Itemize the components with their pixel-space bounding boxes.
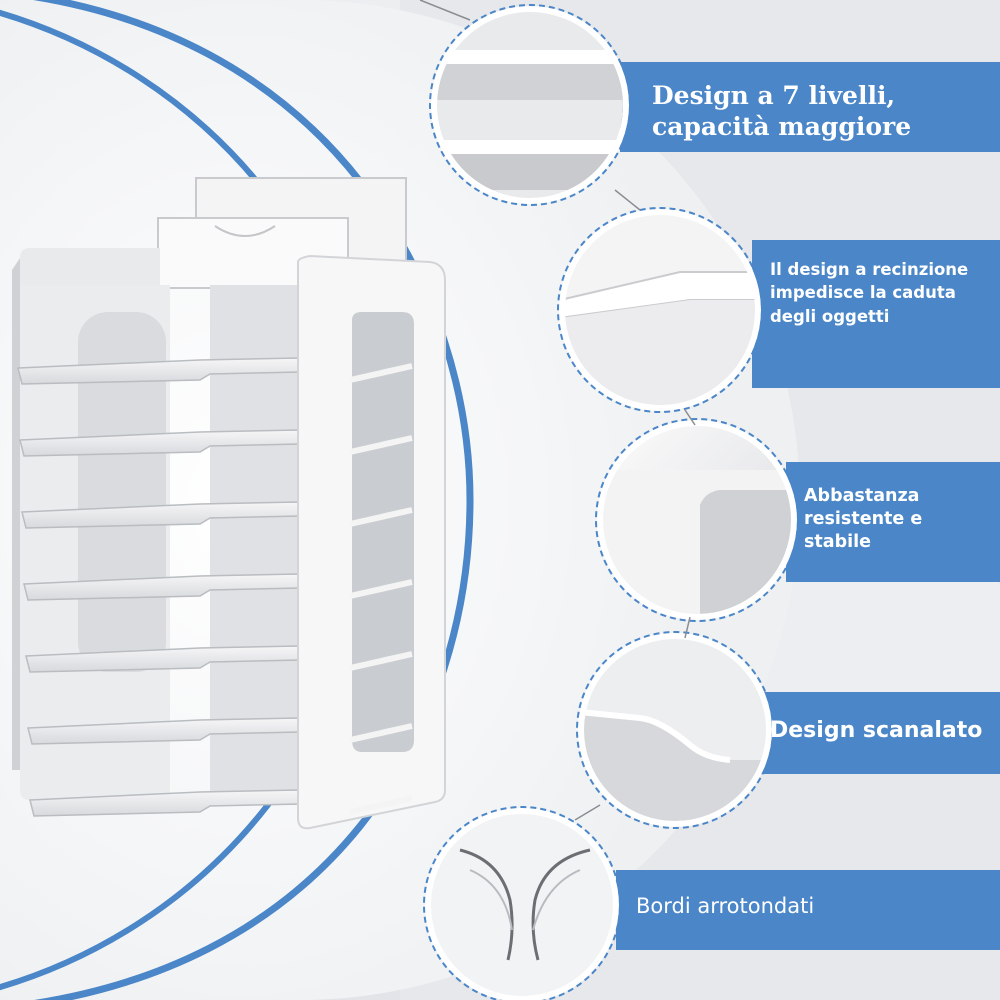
shelf-edge [349,723,413,743]
shelf-edge [349,795,413,815]
detail-image-4 [583,638,767,822]
callout-4-line-1: Design scanalato [770,718,983,743]
callout-3-line-2: resistente e [804,508,923,529]
callout-3-line-3: stabile [804,531,871,552]
callout-banner-4 [752,692,1000,774]
callout-banner-1 [620,62,1000,152]
shelf-level [29,789,301,817]
callout-1-line-1: Design a 7 livelli, [652,81,896,110]
callout-banner-5 [616,870,1000,950]
callout-5-line-1: Bordi arrotondati [636,894,815,918]
shelf-level [19,429,301,457]
callout-2-line-2: impedisce la caduta [770,283,956,303]
detail-image-5 [430,813,614,997]
callout-text-3: Abbastanza resistente e stabile [804,485,994,553]
callout-2-line-1: Il design a recinzione [770,260,969,279]
shelf-level [17,357,301,385]
callout-banner-2 [752,240,1000,388]
shelf-edge [349,579,413,599]
blue-arc-main [31,0,474,1000]
shelf-level [21,501,301,529]
callout-banner-3 [786,462,1000,582]
callout-3-line-1: Abbastanza [804,486,920,506]
callout-text-5: Bordi arrotondati [636,893,986,919]
shelf-level [25,645,301,673]
callout-text-2: Il design a recinzione impedisce la cadu… [770,258,998,328]
shelf-edge [349,363,413,383]
shelf-edge [349,651,413,671]
connector-lines [419,0,696,821]
shelf-organizer [12,177,446,830]
callout-text-4: Design scanalato [770,717,996,745]
shelf-edge [349,435,413,455]
callout-1-line-2: capacità maggiore [652,112,912,142]
shelf-edge [349,507,413,527]
callout-2-line-3: degli oggetti [770,306,890,326]
shelf-level [23,573,301,601]
shelf-level [27,717,301,745]
detail-image-2 [564,214,756,406]
callout-text-1: Design a 7 livelli, capacità maggiore [652,80,992,143]
